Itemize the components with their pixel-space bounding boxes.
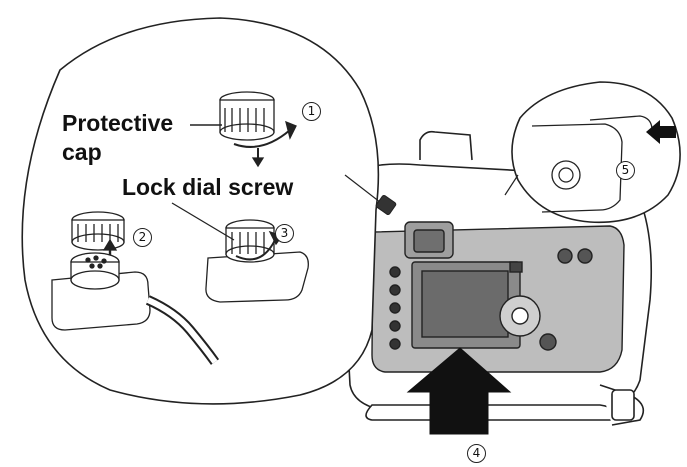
camera-back bbox=[371, 221, 625, 373]
step-marker-5: 5 bbox=[616, 161, 635, 180]
step-marker-2: 2 bbox=[133, 228, 152, 247]
cable-connector-illustration bbox=[51, 211, 220, 365]
protective-cap-label-line2: cap bbox=[62, 139, 102, 165]
lock-dial-screw-illustration bbox=[205, 219, 309, 303]
magnified-view-left bbox=[21, 17, 397, 405]
step-marker-4: 4 bbox=[467, 444, 486, 463]
lock-dial-screw-label: Lock dial screw bbox=[122, 174, 294, 200]
push-arrow bbox=[406, 347, 512, 435]
protective-cap-label-line1: Protective bbox=[62, 110, 174, 136]
step-marker-1: 1 bbox=[302, 102, 321, 121]
lock-dial-leader bbox=[171, 202, 235, 241]
magnified-view-right bbox=[504, 81, 681, 224]
step-marker-3: 3 bbox=[275, 224, 294, 243]
protective-cap-illustration bbox=[219, 91, 297, 168]
right-push-arrow bbox=[646, 120, 676, 144]
